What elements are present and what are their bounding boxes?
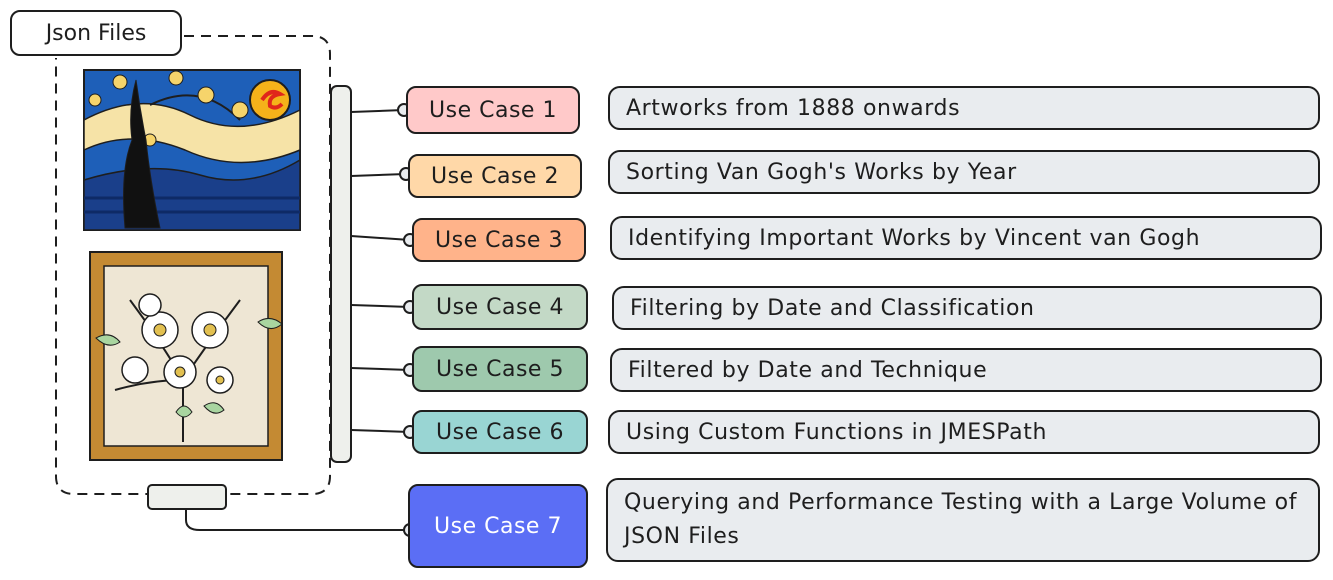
- connector-3: [350, 235, 411, 241]
- connector-1: [350, 109, 405, 113]
- connector-5: [350, 367, 411, 371]
- json-files-label: Json Files: [10, 10, 182, 56]
- use-case-4-description: Filtering by Date and Classification: [612, 286, 1322, 330]
- json-files-group-border: [55, 35, 331, 495]
- use-case-3-node[interactable]: Use Case 3: [412, 218, 586, 262]
- framed-flowers-painting-icon: [89, 251, 283, 461]
- connector-6: [350, 429, 411, 433]
- use-case-2-description: Sorting Van Gogh's Works by Year: [608, 150, 1320, 194]
- use-case-6-description: Using Custom Functions in JMESPath: [608, 410, 1320, 454]
- starry-night-painting-icon: [83, 69, 301, 231]
- use-case-5-node[interactable]: Use Case 5: [412, 346, 588, 392]
- use-case-1-description: Artworks from 1888 onwards: [608, 86, 1320, 130]
- use-case-1-node[interactable]: Use Case 1: [406, 86, 580, 134]
- bottom-connector-block: [147, 484, 227, 510]
- use-case-5-description: Filtered by Date and Technique: [610, 348, 1322, 392]
- collector-bar: [330, 85, 352, 463]
- connector-4: [350, 304, 411, 308]
- connector-2: [350, 173, 407, 177]
- use-case-6-node[interactable]: Use Case 6: [412, 410, 588, 454]
- use-case-7-description: Querying and Performance Testing with a …: [606, 478, 1320, 562]
- connectors: [185, 109, 411, 531]
- use-case-7-node[interactable]: Use Case 7: [408, 484, 588, 568]
- use-case-2-node[interactable]: Use Case 2: [408, 154, 582, 198]
- use-case-3-description: Identifying Important Works by Vincent v…: [610, 216, 1322, 260]
- connector-7: [185, 509, 410, 531]
- use-case-4-node[interactable]: Use Case 4: [412, 284, 588, 330]
